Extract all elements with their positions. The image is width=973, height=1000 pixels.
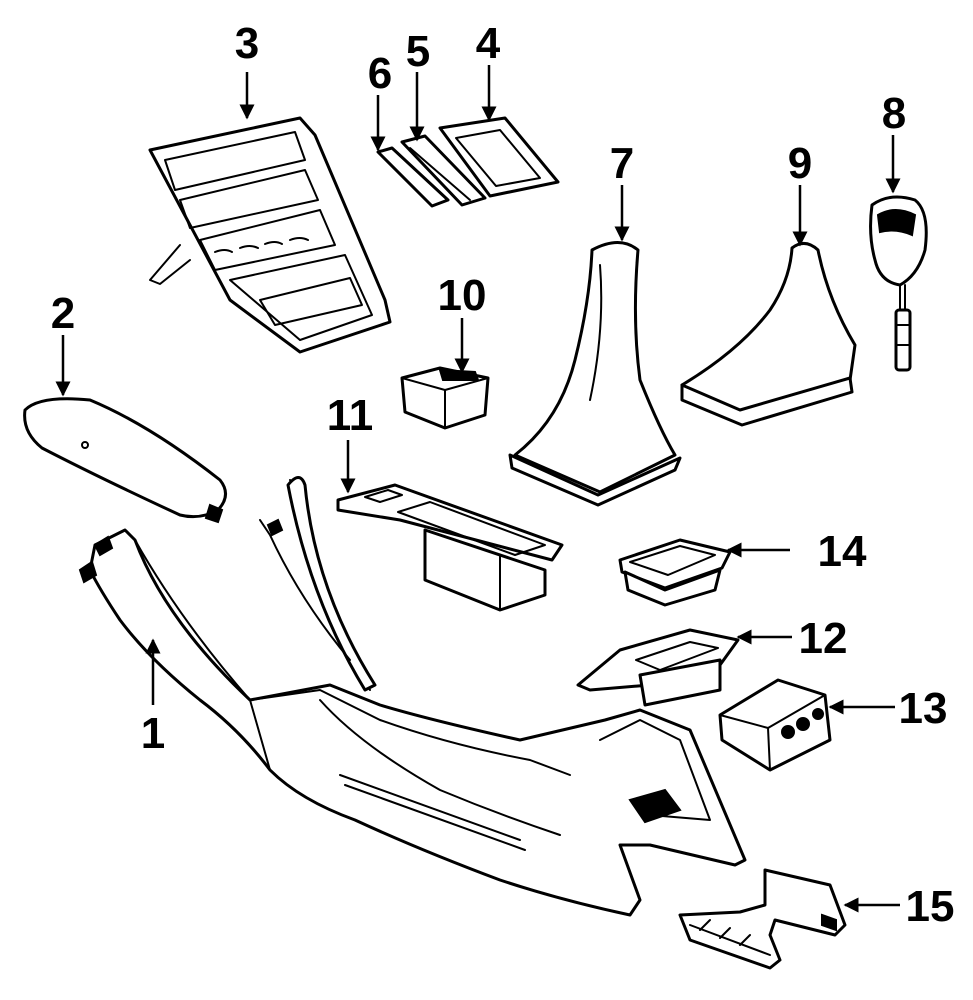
callout-3: 3 — [235, 19, 259, 68]
callout-13: 13 — [899, 684, 948, 733]
callout-4: 4 — [476, 19, 501, 68]
callout-14: 14 — [818, 527, 867, 576]
part-12-bracket — [576, 628, 740, 707]
part-6-pad — [376, 146, 450, 208]
callout-2: 2 — [51, 289, 75, 338]
part-13-block — [718, 678, 832, 772]
callout-12: 12 — [799, 614, 848, 663]
part-15-mount-bracket — [678, 868, 847, 970]
part-9-shift-boot — [680, 242, 857, 427]
callout-8: 8 — [882, 89, 906, 138]
callout-15: 15 — [906, 882, 955, 931]
callout-7: 7 — [610, 139, 634, 188]
part-1-console-body — [78, 476, 747, 917]
callout-labels: 3 6 5 4 7 8 9 10 2 11 1 14 12 13 15 — [51, 19, 955, 931]
part-10-switch — [400, 366, 490, 430]
part-3-console-bezel — [148, 116, 392, 354]
callout-1: 1 — [141, 709, 165, 758]
callout-leaders — [55, 65, 901, 913]
part-7-shift-boot — [508, 241, 682, 507]
part-14-cup — [618, 538, 732, 607]
callout-6: 6 — [368, 49, 392, 98]
callout-10: 10 — [438, 271, 487, 320]
part-2-armrest-lid — [23, 397, 227, 524]
part-11-tray — [336, 483, 564, 612]
callout-5: 5 — [406, 27, 430, 76]
callout-11: 11 — [327, 391, 374, 440]
callout-9: 9 — [788, 139, 812, 188]
part-8-shift-knob — [869, 195, 928, 372]
